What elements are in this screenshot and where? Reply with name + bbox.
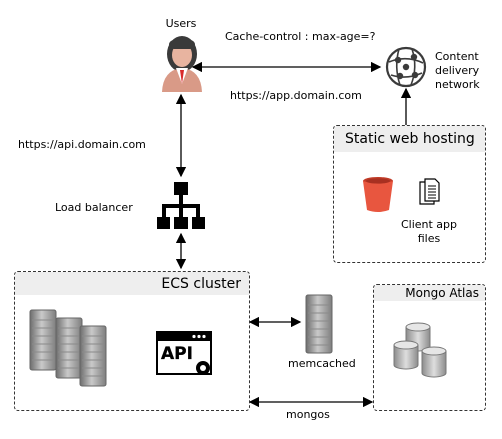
api-url-label: https://api.domain.com: [18, 138, 146, 151]
mongos-label: mongos: [286, 408, 330, 421]
static-web-hosting-header: [334, 126, 485, 152]
app-url-label: https://app.domain.com: [230, 89, 362, 102]
static-web-hosting-box: Static web hosting: [333, 125, 486, 263]
client-app-files-line-2: files: [417, 232, 441, 245]
load-balancer-icon: [157, 182, 205, 229]
database-icon: [393, 340, 419, 370]
files-icon: [419, 178, 440, 205]
ecs-cluster-title: ECS cluster: [161, 276, 241, 292]
static-web-hosting-title: Static web hosting: [345, 131, 475, 147]
users-label: Users: [165, 17, 197, 30]
mongo-atlas-header: [374, 285, 485, 301]
api-window-icon: [156, 331, 212, 375]
api-icon: API: [156, 331, 212, 375]
cache-control-label: Cache-control : max-age=?: [225, 30, 376, 43]
server-icon: [79, 325, 107, 387]
globe-icon: [385, 46, 427, 88]
ecs-cluster-header: [15, 272, 249, 295]
memcached-label: memcached: [288, 357, 356, 370]
cdn-label-line-2: delivery: [435, 64, 480, 77]
database-cluster-icon: [393, 322, 447, 378]
mongo-atlas-title: Mongo Atlas: [405, 286, 479, 300]
api-badge: API: [161, 344, 193, 364]
user-icon: [162, 36, 202, 92]
bucket-icon: [363, 177, 393, 212]
load-balancer-label: Load balancer: [55, 201, 133, 214]
database-icon: [421, 346, 447, 378]
cdn-label-line-1: Content: [435, 50, 479, 63]
cdn-label-line-3: network: [435, 78, 480, 91]
server-icon: [29, 309, 57, 371]
client-app-files-line-1: Client app: [400, 218, 458, 231]
server-icon: [55, 317, 83, 379]
memcached-server-icon: [305, 294, 333, 354]
mongo-atlas-box: Mongo Atlas: [373, 284, 486, 411]
server-cluster-icon: [29, 309, 107, 387]
